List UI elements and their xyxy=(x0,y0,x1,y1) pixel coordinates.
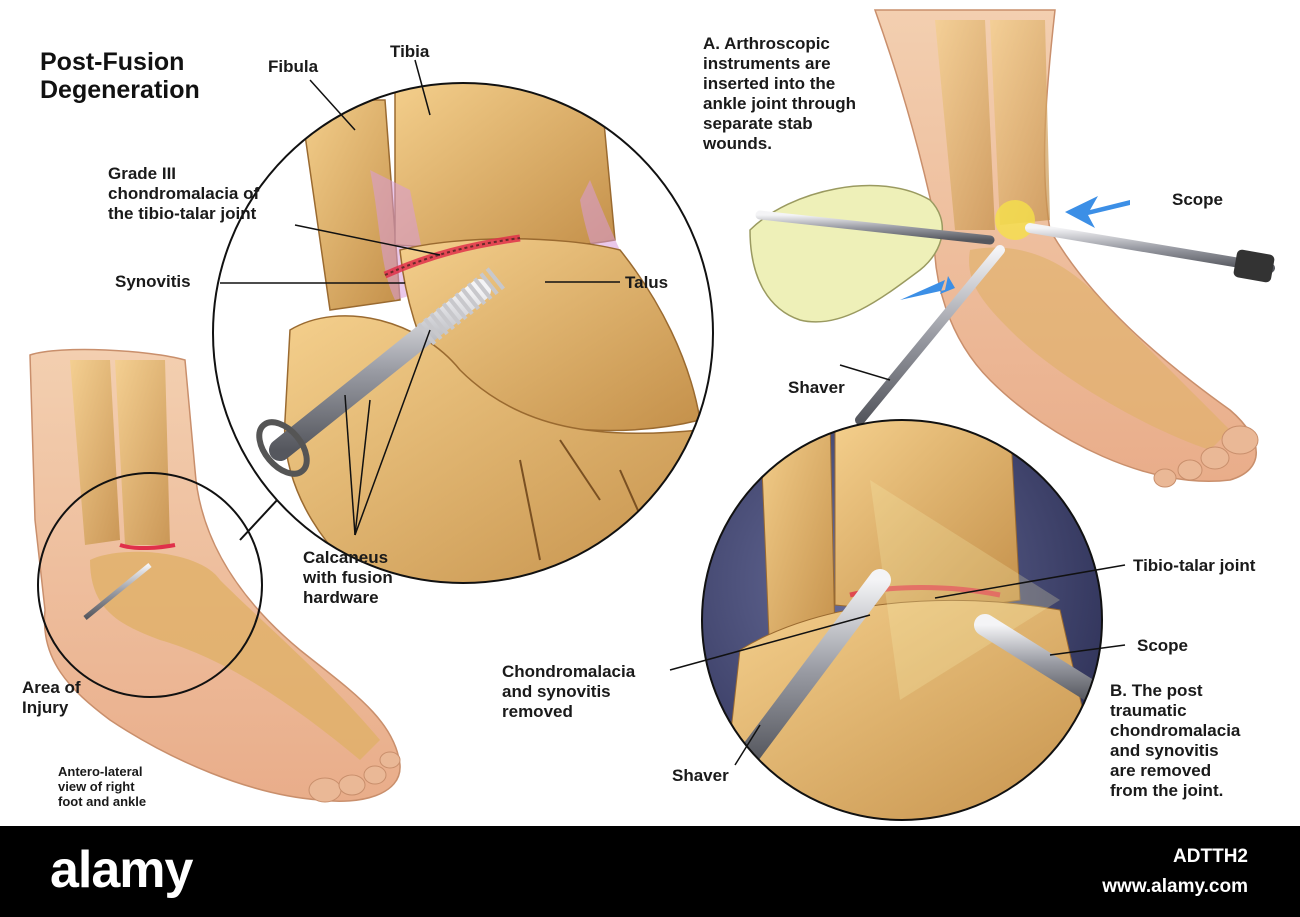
label-shaver-top: Shaver xyxy=(788,378,845,397)
label-step-b: B. The post traumatic chondromalacia and… xyxy=(1110,681,1241,800)
label-grade-iii-chondromalacia: Grade III chondromalacia of the tibio-ta… xyxy=(108,164,260,223)
label-scope-top: Scope xyxy=(1172,190,1224,209)
diagram-title: Post-Fusion Degeneration xyxy=(40,48,200,104)
right-toes xyxy=(1153,425,1259,488)
alamy-logo[interactable]: alamy xyxy=(50,841,193,899)
arrow-shaver-insertion xyxy=(900,276,955,300)
probe-instrument xyxy=(755,210,995,245)
label-tibio-talar-joint: Tibio-talar joint xyxy=(1133,556,1256,575)
scope-instrument xyxy=(1025,223,1275,273)
magnified-joint-circle xyxy=(212,82,714,584)
footer-url[interactable]: www.alamy.com xyxy=(1102,876,1248,897)
label-talus: Talus xyxy=(625,273,669,292)
label-view-description: Antero-lateral view of right foot and an… xyxy=(58,764,147,809)
footer-bar xyxy=(0,826,1300,917)
label-chondromalacia-removed: Chondromalacia and synovitis removed xyxy=(502,662,636,721)
arthroscopic-inset xyxy=(701,419,1103,821)
illustration-canvas xyxy=(29,9,1275,821)
label-area-of-injury: Area of Injury xyxy=(22,678,81,717)
label-step-a: A. Arthroscopic instruments are inserted… xyxy=(703,34,856,153)
area-of-injury-circle xyxy=(37,472,263,698)
label-fibula: Fibula xyxy=(268,57,319,76)
arrow-scope-insertion xyxy=(1065,196,1130,228)
label-tibia: Tibia xyxy=(390,42,430,61)
leader-lines xyxy=(220,59,1126,766)
label-shaver-bottom: Shaver xyxy=(672,766,729,785)
left-toes xyxy=(308,751,401,803)
gloved-hand xyxy=(749,184,944,323)
label-calcaneus-hardware: Calcaneus with fusion hardware xyxy=(303,548,393,607)
fusion-screw xyxy=(256,264,509,477)
right-foot-illustration xyxy=(749,9,1275,488)
image-id: ADTTH2 xyxy=(1173,846,1248,867)
label-synovitis: Synovitis xyxy=(115,272,191,291)
shaver-instrument xyxy=(855,245,1005,425)
label-scope-bottom: Scope xyxy=(1137,636,1189,655)
